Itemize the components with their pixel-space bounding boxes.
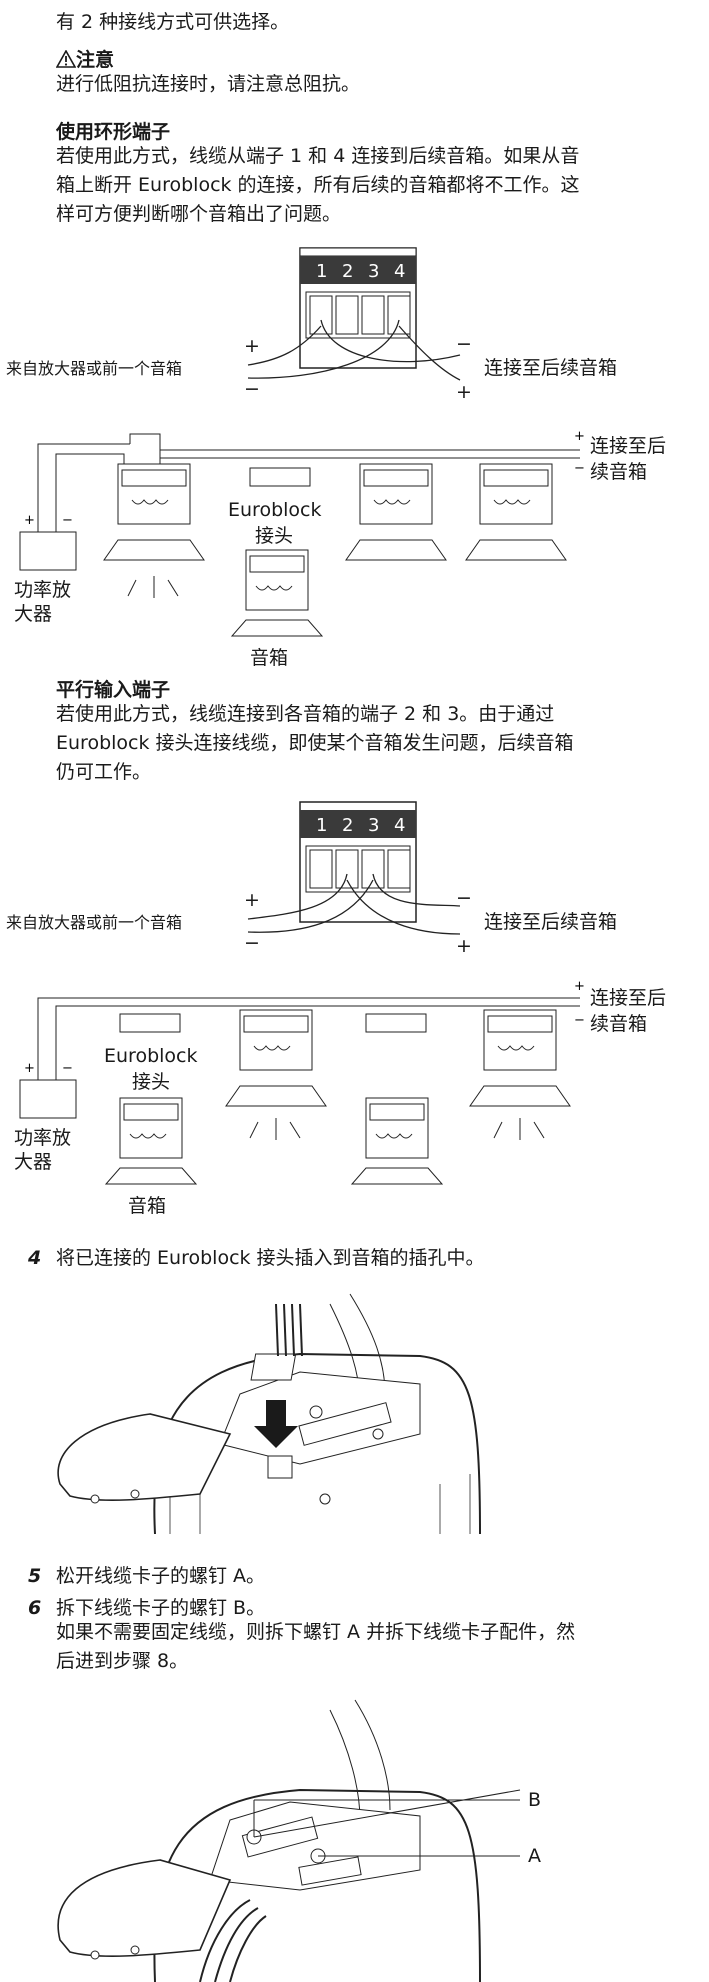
callout-b: B bbox=[528, 1789, 541, 1811]
step-6: 6 拆下线缆卡子的螺钉 B。 bbox=[28, 1594, 265, 1623]
speaker-label: 音箱 bbox=[250, 647, 288, 669]
svg-text:+: + bbox=[244, 889, 260, 911]
amp-label: 大器 bbox=[14, 1151, 52, 1173]
svg-text:+: + bbox=[24, 1061, 35, 1076]
speaker bbox=[345, 463, 447, 561]
euroblock-connector bbox=[365, 1013, 427, 1033]
speaker bbox=[230, 549, 324, 637]
svg-text:−: − bbox=[456, 887, 472, 909]
terminal-number: 4 bbox=[394, 261, 405, 282]
step-5: 5 松开线缆卡子的螺钉 A。 bbox=[28, 1562, 265, 1591]
amplifier bbox=[19, 1079, 77, 1119]
step-number: 4 bbox=[28, 1247, 42, 1269]
loop-terminal-diagram: 1 2 3 4 + − − + 来自放大器或前一个音箱 连接至后续音箱 bbox=[6, 247, 617, 403]
svg-text:+: + bbox=[456, 381, 472, 403]
parallel-title: 平行输入端子 bbox=[56, 679, 171, 701]
amp-label: 功率放 bbox=[14, 579, 71, 601]
euroblock-connector bbox=[119, 1013, 181, 1033]
loop-body-line: 若使用此方式，线缆从端子 1 和 4 连接到后续音箱。如果从音 bbox=[56, 145, 580, 167]
svg-text:−: − bbox=[574, 1013, 585, 1028]
step-text: 将已连接的 Euroblock 接头插入到音箱的插孔中。 bbox=[56, 1247, 485, 1269]
loop-wiring-diagram: + − 连接至后 续音箱 Euroblock 接头 音箱 + − 功率放 bbox=[14, 429, 666, 669]
from-amp-label: 来自放大器或前一个音箱 bbox=[6, 913, 182, 932]
svg-text:−: − bbox=[244, 378, 260, 400]
to-next-label: 续音箱 bbox=[590, 461, 647, 483]
intro-text: 有 2 种接线方式可供选择。 bbox=[56, 11, 290, 33]
to-next-label: 连接至后 bbox=[590, 435, 666, 457]
euroblock-label: Euroblock bbox=[228, 499, 321, 521]
amplifier bbox=[19, 531, 77, 571]
arrow-down-icon bbox=[254, 1400, 298, 1448]
terminal-number: 2 bbox=[342, 261, 353, 282]
speaker bbox=[469, 1009, 571, 1107]
to-next-label: 续音箱 bbox=[590, 1013, 647, 1035]
speaker-label: 音箱 bbox=[128, 1195, 166, 1217]
parallel-body-line: 若使用此方式，线缆连接到各音箱的端子 2 和 3。由于通过 bbox=[56, 703, 555, 725]
terminal-number: 3 bbox=[368, 815, 379, 836]
step-text: 拆下线缆卡子的螺钉 B。 bbox=[56, 1597, 266, 1619]
speaker bbox=[104, 1097, 198, 1185]
loop-body: 若使用此方式，线缆从端子 1 和 4 连接到后续音箱。如果从音 箱上断开 Eur… bbox=[56, 142, 696, 229]
svg-text:−: − bbox=[244, 932, 260, 954]
terminal-number: 3 bbox=[368, 261, 379, 282]
euroblock-connector bbox=[249, 467, 311, 487]
terminal-number: 1 bbox=[316, 815, 327, 836]
step-note-line: 后进到步骤 8。 bbox=[56, 1650, 189, 1672]
connector-label: 接头 bbox=[255, 525, 293, 547]
parallel-body: 若使用此方式，线缆连接到各音箱的端子 2 和 3。由于通过 Euroblock … bbox=[56, 700, 696, 787]
step-number: 5 bbox=[28, 1565, 42, 1587]
parallel-body-line: Euroblock 接头连接线缆，即使某个音箱发生问题，后续音箱 bbox=[56, 732, 574, 754]
svg-text:+: + bbox=[244, 335, 260, 357]
loop-body-line: 样可方便判断哪个音箱出了问题。 bbox=[56, 203, 342, 225]
parallel-wiring-diagram: + − 连接至后 续音箱 Euroblock 接头 音箱 + − 功率放 大器 bbox=[14, 980, 666, 1217]
caution-title: 注意 bbox=[76, 49, 115, 71]
terminal-number: 1 bbox=[316, 261, 327, 282]
loop-body-line: 箱上断开 Euroblock 的连接，所有后续的音箱都将不工作。这 bbox=[56, 174, 580, 196]
step-6-note: 如果不需要固定线缆，则拆下螺钉 A 并拆下线缆卡子配件，然 后进到步骤 8。 bbox=[56, 1618, 696, 1676]
connector-label: 接头 bbox=[132, 1071, 170, 1093]
step-number: 6 bbox=[28, 1597, 42, 1619]
svg-text:−: − bbox=[62, 1061, 73, 1076]
parallel-body-line: 仍可工作。 bbox=[56, 761, 152, 783]
svg-text:+: + bbox=[574, 429, 585, 444]
svg-text:+: + bbox=[24, 513, 35, 528]
loop-title: 使用环形端子 bbox=[56, 121, 171, 143]
step-4: 4 将已连接的 Euroblock 接头插入到音箱的插孔中。 bbox=[28, 1244, 485, 1273]
parallel-terminal-diagram: 1 2 3 4 + − − + 来自放大器或前一个音箱 连接至后续音箱 bbox=[6, 801, 617, 957]
caution-heading: 注意 bbox=[55, 46, 115, 75]
svg-text:−: − bbox=[574, 461, 585, 476]
warning-icon bbox=[55, 49, 77, 68]
from-amp-label: 来自放大器或前一个音箱 bbox=[6, 359, 182, 378]
cable-clamp-illustration: B A bbox=[57, 1699, 541, 1982]
callout-a: A bbox=[528, 1845, 541, 1867]
step-text: 松开线缆卡子的螺钉 A。 bbox=[56, 1565, 266, 1587]
amp-label: 大器 bbox=[14, 603, 52, 625]
amp-label: 功率放 bbox=[14, 1127, 71, 1149]
caution-text: 进行低阻抗连接时，请注意总阻抗。 bbox=[56, 73, 361, 95]
to-next-label: 连接至后 bbox=[590, 987, 666, 1009]
svg-text:−: − bbox=[62, 513, 73, 528]
to-next-label: 连接至后续音箱 bbox=[484, 357, 617, 379]
speaker bbox=[350, 1097, 444, 1185]
step-note-line: 如果不需要固定线缆，则拆下螺钉 A 并拆下线缆卡子配件，然 bbox=[56, 1621, 576, 1643]
speaker bbox=[103, 463, 205, 561]
svg-text:+: + bbox=[574, 980, 585, 994]
terminal-number: 2 bbox=[342, 815, 353, 836]
terminal-number: 4 bbox=[394, 815, 405, 836]
to-next-label: 连接至后续音箱 bbox=[484, 911, 617, 933]
speaker bbox=[465, 463, 567, 561]
svg-text:−: − bbox=[456, 333, 472, 355]
insert-connector-illustration bbox=[57, 1293, 481, 1534]
speaker bbox=[225, 1009, 327, 1107]
euroblock-label: Euroblock bbox=[104, 1045, 197, 1067]
svg-text:+: + bbox=[456, 935, 472, 957]
